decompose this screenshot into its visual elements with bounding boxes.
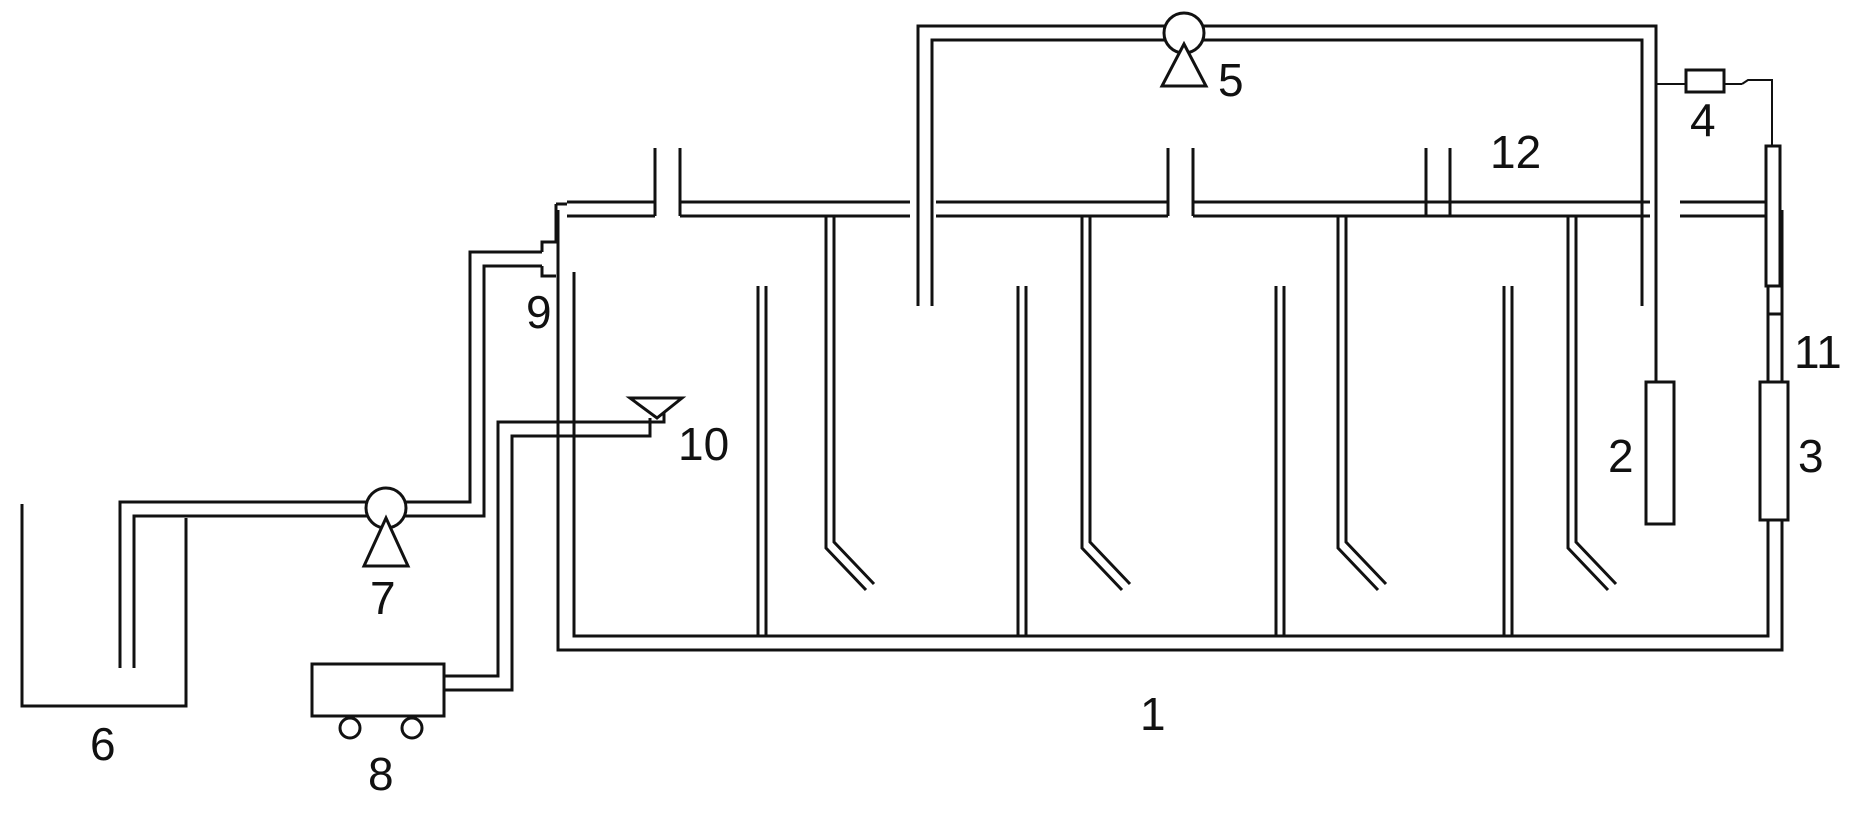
label-tank: 1: [1140, 688, 1166, 740]
valve-icon: [1684, 68, 1726, 94]
label-cover: 12: [1490, 126, 1541, 178]
label-valve: 4: [1690, 94, 1716, 146]
label-feed-tank: 6: [90, 718, 116, 770]
membrane-module: [1758, 380, 1790, 522]
blower-icon: [310, 662, 446, 740]
label-dosing-funnel: 10: [678, 418, 729, 470]
label-feed-pump: 7: [370, 572, 396, 624]
dosing-funnel-icon: [625, 396, 687, 420]
main-tank: [556, 200, 1784, 652]
recycle-line: [916, 24, 1658, 306]
bottom-baffles: [756, 286, 1514, 636]
label-blower: 8: [368, 748, 394, 800]
air-line: [444, 406, 666, 692]
feed-pump-icon: [361, 486, 411, 568]
hanging-baffles: [824, 216, 1618, 592]
label-outlet: 11: [1794, 326, 1842, 378]
feed-tank: [20, 504, 188, 708]
label-inlet: 9: [526, 286, 552, 338]
valve-line: [1656, 79, 1773, 146]
label-membrane: 3: [1798, 430, 1824, 482]
recycle-pump-icon: [1159, 11, 1209, 88]
label-recycle-pump: 5: [1218, 54, 1244, 106]
outlet-riser: [1764, 144, 1784, 382]
label-sensor: 2: [1608, 430, 1634, 482]
feed-line: [118, 202, 567, 668]
sensor-probe: [1644, 306, 1676, 526]
cover-vents: [653, 148, 1452, 216]
